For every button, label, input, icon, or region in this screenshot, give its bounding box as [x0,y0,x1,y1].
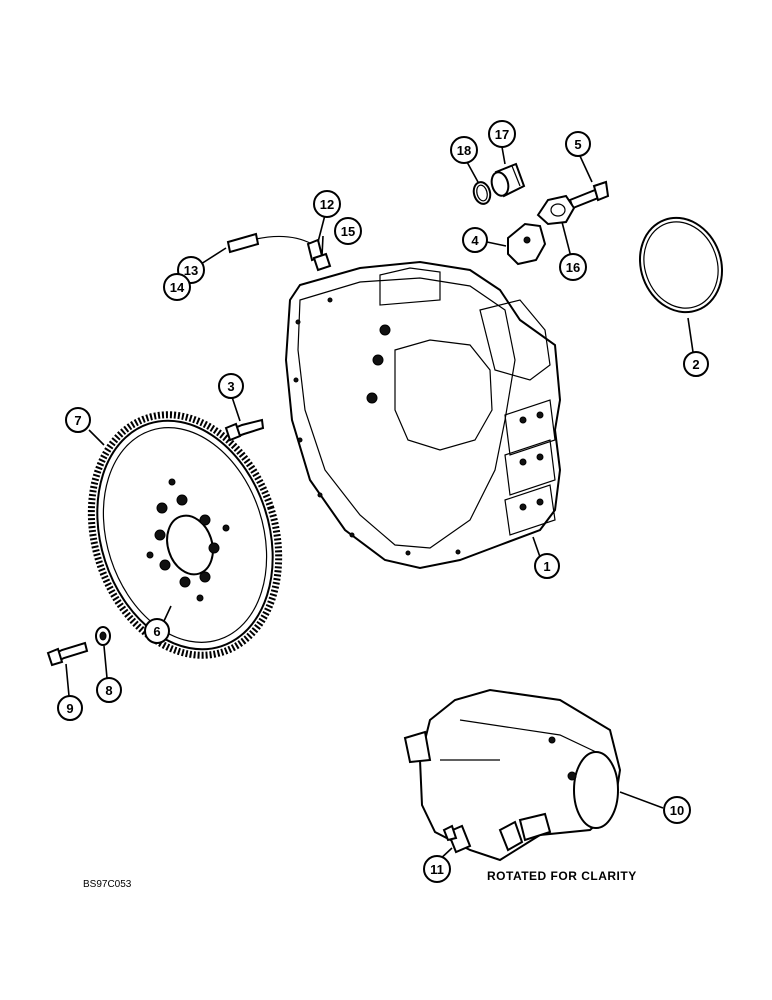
callout-14-label: 14 [170,280,185,295]
speed-sensor [226,232,324,262]
starter-bolt [442,824,472,854]
washer [95,626,111,646]
callout-2-label: 2 [692,357,699,372]
figure-caption: ROTATED FOR CLARITY [487,869,637,883]
callout-5: 5 [565,131,591,157]
callout-1: 1 [534,553,560,579]
callout-9-label: 9 [66,701,73,716]
callout-3-label: 3 [227,379,234,394]
flywheel-housing [284,260,562,570]
callout-1-label: 1 [543,559,550,574]
cover-plate [507,222,547,266]
callout-12: 12 [313,190,341,218]
housing-bolt [224,418,265,442]
cover-bolt [568,180,610,210]
callout-17-label: 17 [495,127,509,142]
callout-6-label: 6 [153,624,160,639]
drawing-id: BS97C053 [83,879,132,890]
callout-6: 6 [144,618,170,644]
callout-18: 18 [450,136,478,164]
callout-12-label: 12 [320,197,334,212]
callout-10-label: 10 [670,803,684,818]
callout-3: 3 [218,373,244,399]
callout-15: 15 [334,217,362,245]
callout-13-label: 13 [184,263,198,278]
callout-16-label: 16 [566,260,580,275]
plug-seal [472,181,492,205]
callout-4: 4 [462,227,488,253]
o-ring [638,216,724,314]
callout-9: 9 [57,695,83,721]
callout-16: 16 [559,253,587,281]
callout-7-label: 7 [74,413,81,428]
callout-14: 14 [163,273,191,301]
cover-gasket [536,194,576,226]
callout-4-label: 4 [471,233,479,248]
sensor-adapter [312,252,332,272]
callout-17: 17 [488,120,516,148]
callout-15-label: 15 [341,224,355,239]
plug [490,162,526,198]
flywheel [87,411,283,659]
callout-18-label: 18 [457,143,471,158]
starter-motor [403,688,622,862]
callout-11: 11 [423,855,451,883]
callout-8: 8 [96,677,122,703]
callout-2: 2 [683,351,709,377]
callout-8-label: 8 [105,683,112,698]
callout-5-label: 5 [574,137,581,152]
flywheel-bolt [46,641,89,667]
callout-10: 10 [663,796,691,824]
callout-7: 7 [65,407,91,433]
callout-11-label: 11 [430,862,444,877]
